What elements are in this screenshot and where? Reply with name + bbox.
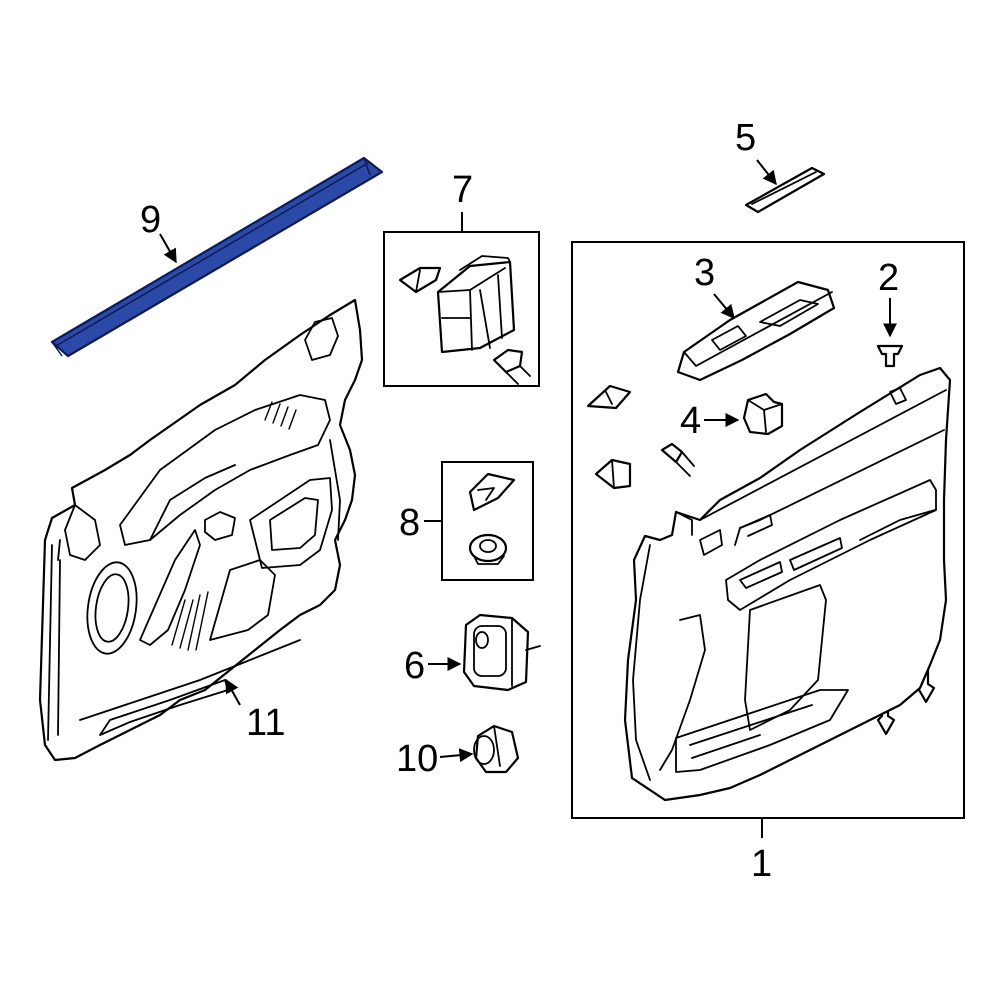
callout-4: 4 (680, 400, 701, 442)
callout-2: 2 (878, 257, 899, 299)
part-7-switch-housing[interactable] (398, 255, 531, 385)
part-4-retainer[interactable] (742, 392, 784, 436)
leader-3 (713, 293, 735, 320)
leader-5 (756, 159, 777, 186)
callout-5: 5 (735, 117, 756, 159)
part-9-belt-weatherstrip[interactable] (50, 156, 384, 358)
leader-10 (439, 748, 474, 763)
part-1-box (571, 241, 965, 819)
part-3-switch-bezel[interactable] (676, 280, 836, 382)
callout-9: 9 (140, 199, 161, 241)
leader-11 (225, 678, 241, 706)
callout-11: 11 (246, 702, 285, 744)
callout-8: 8 (399, 502, 420, 544)
callout-6: 6 (404, 645, 425, 687)
part-10-nut[interactable] (473, 724, 520, 774)
part-1-door-trim-panel[interactable] (623, 366, 952, 802)
leader-9 (159, 233, 177, 264)
part-8-clips[interactable] (468, 472, 516, 565)
callout-1: 1 (751, 843, 772, 885)
callout-7: 7 (452, 169, 473, 211)
callout-3: 3 (694, 252, 715, 294)
part-2-push-pin[interactable] (876, 344, 904, 368)
part-5-lamp-lens[interactable] (744, 166, 826, 214)
part-6-switch[interactable] (462, 613, 541, 692)
part-11-inner-door-panel[interactable] (38, 298, 364, 762)
callout-10: 10 (396, 738, 438, 780)
